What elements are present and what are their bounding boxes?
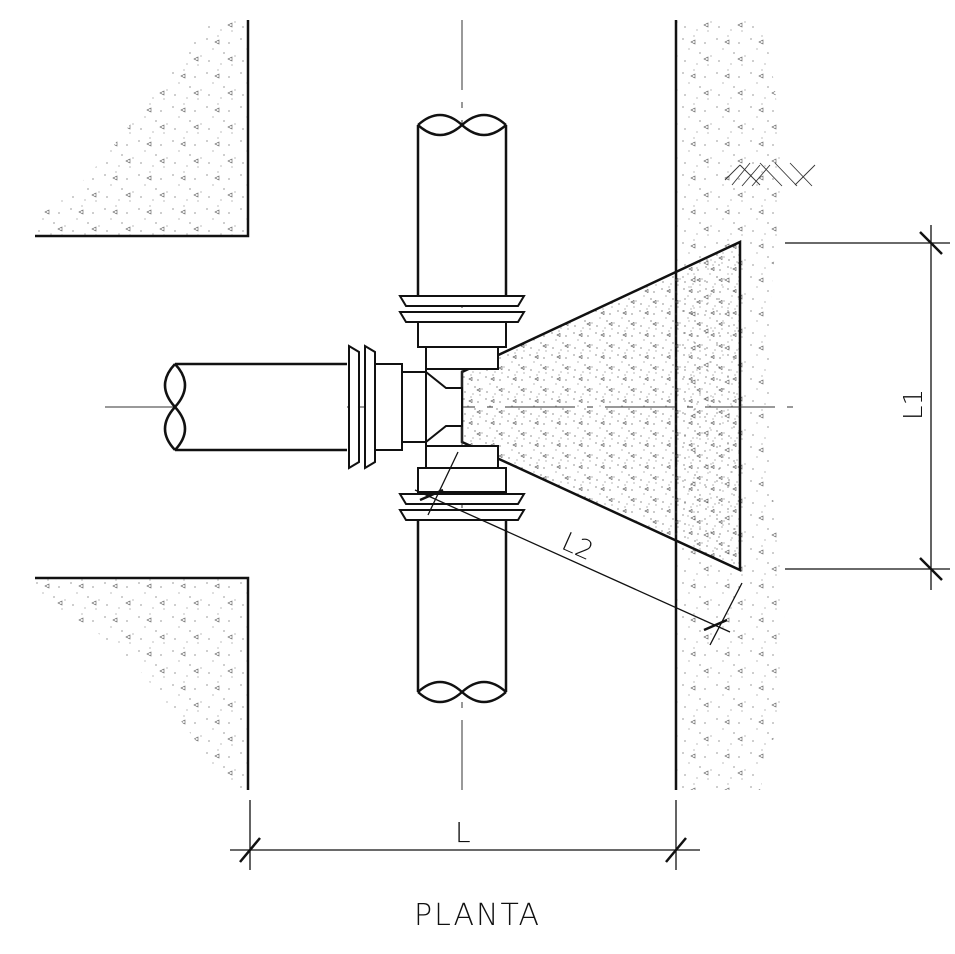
tee-body xyxy=(425,368,498,447)
pipe-left xyxy=(163,362,347,452)
flange-bottom xyxy=(398,445,526,521)
soil-bottom-left xyxy=(35,576,250,790)
soil-hatch xyxy=(724,162,816,187)
dimension-L-label: L xyxy=(455,816,471,849)
flange-top xyxy=(398,295,526,370)
drawing-title: PLANTA xyxy=(414,898,541,933)
dimension-L xyxy=(230,800,700,870)
soil-top-left xyxy=(35,20,250,238)
dimension-L1-label: L1 xyxy=(899,389,929,420)
flange-left xyxy=(348,344,427,470)
dimension-L2 xyxy=(414,451,743,646)
dimension-L2-label: L2 xyxy=(557,527,598,567)
pipe-top xyxy=(416,113,508,295)
dimension-L1 xyxy=(785,225,950,590)
pipe-bottom xyxy=(416,520,508,704)
